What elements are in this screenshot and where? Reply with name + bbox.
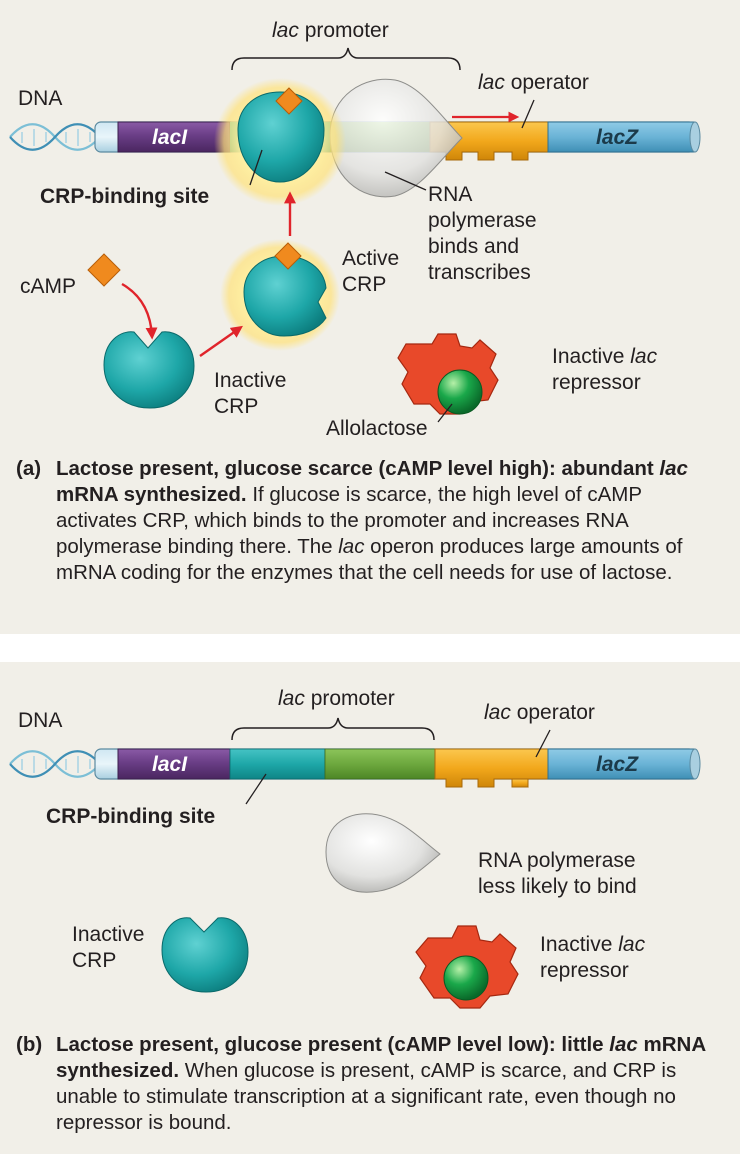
rna-pol-label-b-1: RNA polymerase	[478, 849, 636, 872]
allolactose-pointer	[437, 403, 453, 423]
caption-b-bold: Lactose present, glucose present (cAMP l…	[56, 1033, 706, 1082]
rna-pol-pointer	[384, 171, 427, 191]
operator-notch-b	[511, 778, 529, 788]
lacz-gene-b	[547, 748, 696, 780]
rna-pol-label-1: RNA	[428, 183, 473, 206]
panel-b-diagram	[9, 717, 701, 1009]
caption-a: (a) Lactose present, glucose scarce (cAM…	[16, 456, 726, 626]
inactive-crp-label-2: CRP	[214, 395, 259, 418]
laci-label: lacI	[152, 126, 188, 149]
lac-operator-region-b	[434, 748, 549, 788]
inactive-crp-b	[161, 917, 249, 993]
caption-a-bold: Lactose present, glucose scarce (cAMP le…	[56, 457, 688, 506]
lac-operator-label: lac operator	[478, 71, 589, 94]
repressor-ball-b	[443, 955, 489, 1001]
panel-a-diagram	[9, 47, 701, 423]
inactive-repressor-label-b-1: Inactive lac	[540, 933, 646, 956]
bound-crp	[237, 91, 325, 183]
inactive-repressor-label-1: Inactive lac	[552, 345, 658, 368]
rna-pol-label-b-2: less likely to bind	[478, 875, 637, 898]
operator-pointer	[521, 99, 535, 129]
activation-arrow	[199, 325, 243, 357]
rna-pol-label-4: transcribes	[428, 261, 531, 284]
rna-pol-label-3: binds and	[428, 235, 520, 258]
crp-site-pointer	[249, 149, 263, 186]
rna-pol-label-2: polymerase	[428, 209, 537, 232]
inactive-repressor-label-b-2: repressor	[540, 959, 629, 982]
inactive-repressor-label-2: repressor	[552, 371, 641, 394]
lac-promoter-label: lac promoter	[272, 19, 389, 42]
active-crp	[243, 255, 327, 337]
inactive-crp-label-1: Inactive	[214, 369, 287, 392]
dna-helix	[9, 123, 101, 151]
operator-pointer-b	[535, 729, 551, 758]
lacz-gene	[547, 121, 696, 153]
bound-camp	[275, 87, 303, 115]
crp-binding-site-label-b: CRP-binding site	[46, 805, 216, 828]
lac-promoter-label-b: lac promoter	[278, 687, 395, 710]
caption-b-letter: (b)	[16, 1033, 43, 1056]
active-camp	[274, 242, 302, 270]
rna-polymerase	[329, 78, 463, 198]
dna-label: DNA	[18, 87, 63, 110]
laci-gene-b	[117, 748, 231, 780]
inactive-crp-label-b-2: CRP	[72, 949, 117, 972]
promoter-green-region-b	[324, 748, 436, 780]
lacz-label-b: lacZ	[596, 753, 639, 776]
crp-site-pointer-b	[245, 773, 267, 805]
panel-b: lac promoter DNA lac operator lacI lacZ …	[0, 662, 740, 1154]
panel-a: lac promoter DNA lac operator lacI lacZ …	[0, 0, 740, 634]
lac-operator-label-b: lac operator	[484, 701, 595, 724]
active-crp-label-1: Active	[342, 247, 400, 270]
inactive-crp-label-b-1: Inactive	[72, 923, 145, 946]
laci-label-b: lacI	[152, 753, 188, 776]
crp-binding-site-region-b	[229, 748, 326, 780]
allolactose-label: Allolactose	[326, 417, 428, 440]
caption-a-letter: (a)	[16, 457, 42, 480]
promoter-bracket	[231, 47, 461, 71]
camp-label: cAMP	[20, 275, 77, 298]
caption-a-body: Lactose present, glucose scarce (cAMP le…	[56, 456, 726, 586]
dna-label-b: DNA	[18, 709, 63, 732]
lacz-label: lacZ	[596, 126, 639, 149]
caption-b: (b) Lactose present, glucose present (cA…	[16, 1032, 726, 1150]
lac-operator-region	[429, 121, 549, 161]
caption-b-text: When glucose is present, cAMP is scarce,…	[56, 1059, 677, 1134]
camp-arrow	[121, 282, 158, 340]
dna-helix-b	[9, 750, 101, 778]
crp-binding-site-label: CRP-binding site	[40, 185, 210, 208]
caption-a-text: If glucose is scarce, the high level of …	[56, 483, 683, 584]
caption-b-body: Lactose present, glucose present (cAMP l…	[56, 1032, 726, 1136]
inactive-crp	[103, 331, 195, 409]
free-camp	[87, 253, 121, 287]
laci-gene	[117, 121, 231, 153]
rna-polymerase-b	[325, 813, 441, 893]
allolactose-molecule	[437, 369, 483, 415]
promoter-bracket-b	[231, 717, 435, 741]
active-crp-label-2: CRP	[342, 273, 387, 296]
